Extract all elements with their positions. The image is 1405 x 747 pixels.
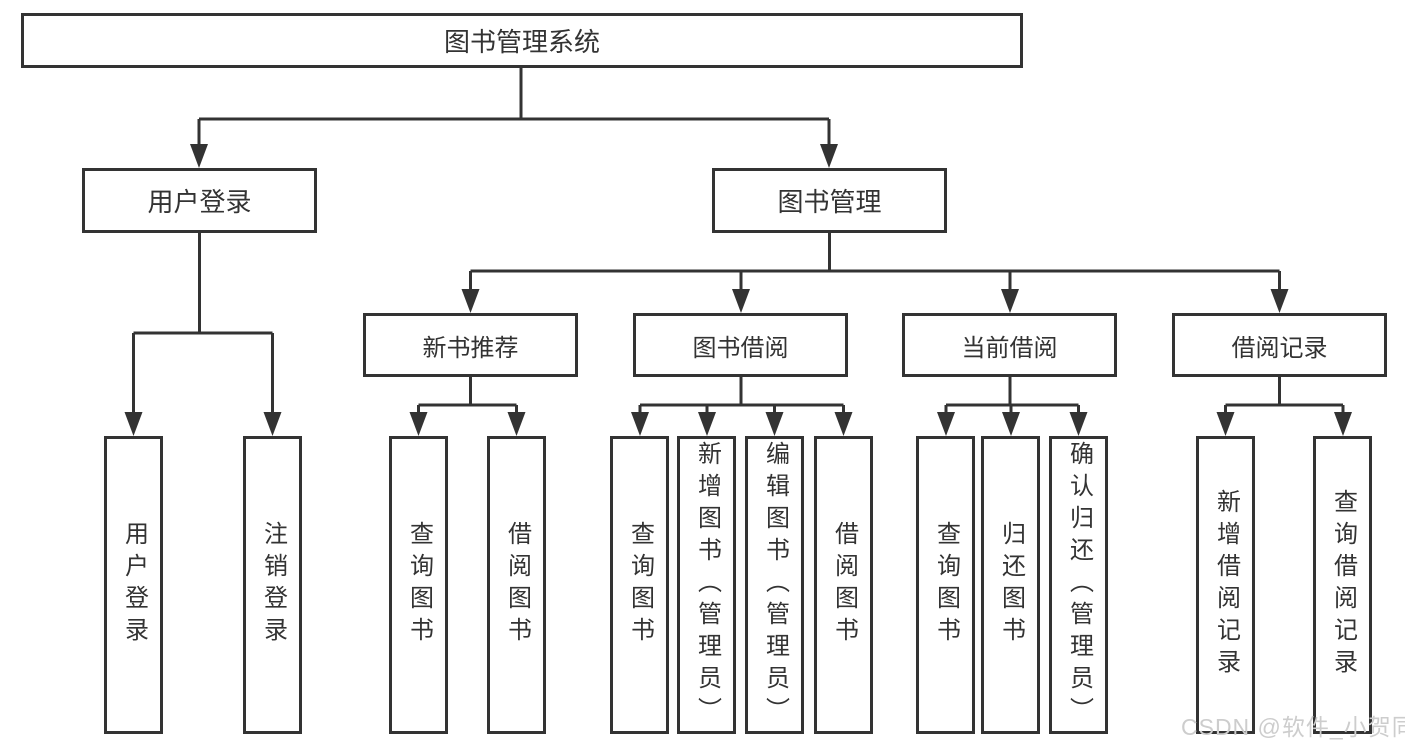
leaf-query-books-recommend: 查询图书 [389,436,448,734]
node-borrow-records: 借阅记录 [1172,313,1387,377]
leaf-query-books-current: 查询图书 [916,436,975,734]
node-book-borrow: 图书借阅 [633,313,848,377]
node-current-borrow: 当前借阅 [902,313,1117,377]
leaf-user-login: 用户登录 [104,436,163,734]
leaf-borrow-books-recommend: 借阅图书 [487,436,546,734]
node-library-management-system: 图书管理系统 [21,13,1023,68]
leaf-add-book-admin: 新增图书（管理员） [677,436,736,734]
leaf-query-borrow-record: 查询借阅记录 [1313,436,1372,734]
node-user-login: 用户登录 [82,168,317,233]
leaf-query-books-borrow: 查询图书 [610,436,669,734]
node-book-management: 图书管理 [712,168,947,233]
leaf-add-borrow-record: 新增借阅记录 [1196,436,1255,734]
leaf-confirm-return-admin: 确认归还（管理员） [1049,436,1108,734]
csdn-watermark: CSDN @软件_小贺同学 [1181,714,1405,740]
arrowheads [124,144,1352,436]
leaf-logout: 注销登录 [243,436,302,734]
leaf-borrow-books: 借阅图书 [814,436,873,734]
leaf-return-book: 归还图书 [981,436,1040,734]
node-new-book-recommend: 新书推荐 [363,313,578,377]
leaf-edit-book-admin: 编辑图书（管理员） [745,436,804,734]
